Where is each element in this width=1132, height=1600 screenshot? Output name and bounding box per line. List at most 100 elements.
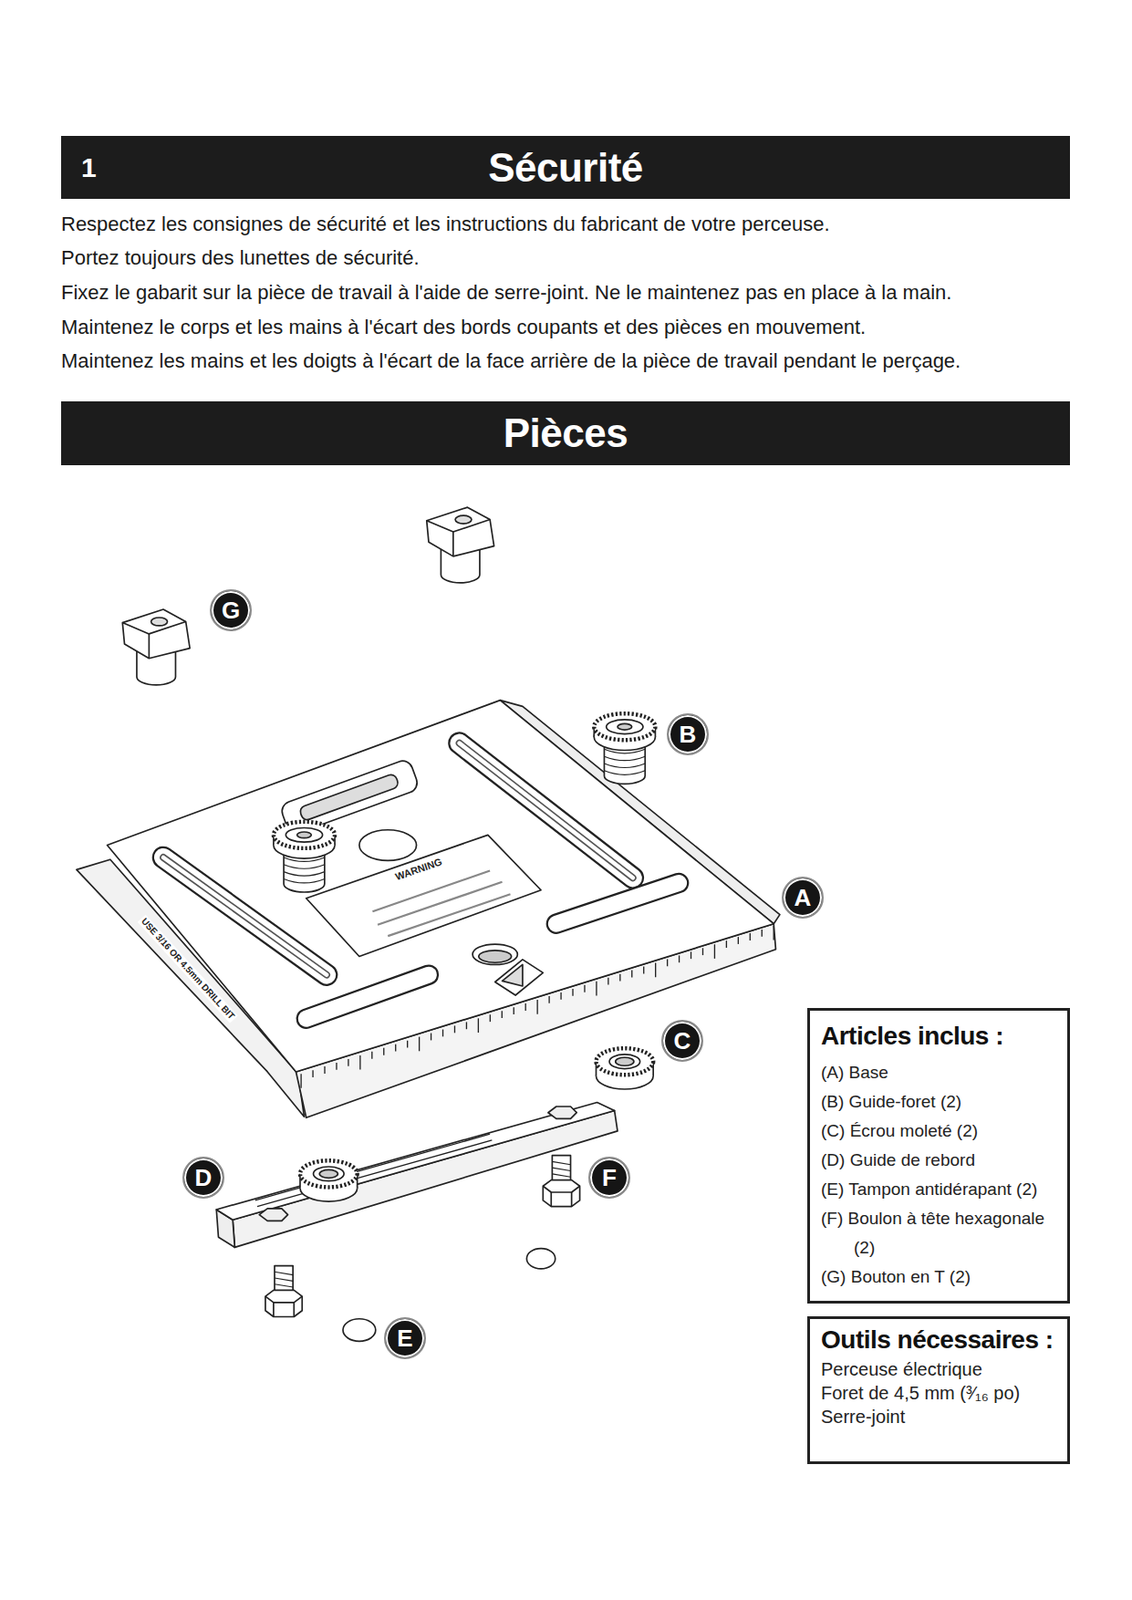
ruler-tick [359, 1055, 361, 1070]
anti-slip-pad [526, 1248, 555, 1269]
plate-holes [495, 959, 544, 996]
list-item: (F) Boulon à tête hexagonale (2) [820, 1204, 1057, 1263]
ruler-tick [394, 1044, 396, 1052]
ruler-tick [714, 944, 716, 959]
callout-text: C [674, 1028, 692, 1053]
ruler-tick [607, 977, 609, 986]
section-band: Pièces [61, 401, 1070, 466]
section-band: 1Sécurité [61, 135, 1070, 199]
list-item: (G) Bouton en T (2) [820, 1262, 1057, 1292]
ruler-tick [619, 974, 621, 982]
warning-plate [306, 834, 541, 956]
printed-marking-box: WARNING [392, 855, 446, 884]
callout-letter: D [182, 1156, 225, 1199]
anti-slip-pad [342, 1248, 556, 1342]
edge-guide [259, 1208, 288, 1221]
safety-line-box: Portez toujours des lunettes de sécurité… [61, 246, 420, 271]
anti-slip-pad [342, 1318, 376, 1342]
safety-instruction: Fixez le gabarit sur la pièce de travail… [61, 280, 952, 305]
ruler-tick [560, 992, 561, 1000]
list-item: (D) Guide de rebord [820, 1145, 1057, 1175]
ruler-tick [690, 951, 692, 959]
ruler-tick [513, 1007, 515, 1015]
edge-guide [216, 1102, 614, 1221]
callout-text: E [396, 1326, 413, 1351]
ruler-tick [300, 1073, 302, 1089]
ruler-tick [666, 958, 668, 966]
safety-instruction: Maintenez les mains et les doigts à l'éc… [61, 349, 961, 374]
ruler-tick [571, 988, 573, 997]
box-heading: Outils nécessaires : [820, 1322, 1057, 1358]
callout-letter: E [384, 1317, 426, 1360]
plate-holes [359, 830, 543, 996]
parts-list-box: Articles inclus : (A) Base(B) Guide-foret… [807, 1007, 1070, 1304]
ruler-tick [525, 1003, 527, 1011]
printed-marking: USE 3/16 OR 4.5mm DRILL BIT [137, 914, 239, 1023]
ruler-ticks [301, 925, 774, 1089]
list-item: (E) Tampon antidérapant (2) [820, 1174, 1057, 1205]
slot [306, 975, 429, 1019]
safety-instruction: Maintenez le corps et les mains à l'écar… [61, 315, 866, 340]
callout-text: G [221, 598, 240, 623]
box-heading: Articles inclus : [820, 1019, 1057, 1053]
ruler-tick [761, 929, 763, 937]
slot [556, 882, 679, 925]
ruler-tick [631, 970, 633, 978]
section-title: Pièces [61, 410, 1070, 457]
ruler-tick [548, 996, 550, 1004]
callout-letter: A [781, 876, 824, 919]
ruler-tick [678, 955, 680, 963]
callout-letter: F [588, 1156, 631, 1199]
tools-box: Outils nécessaires :Perceuse électriqueF… [807, 1316, 1070, 1465]
safety-line-box: Fixez le gabarit sur la pièce de travail… [61, 280, 952, 305]
ruler-tick [702, 947, 704, 956]
plate-holes [359, 830, 417, 862]
list-item: (B) Guide-foret (2) [820, 1087, 1057, 1117]
list-item: (A) Base [820, 1058, 1057, 1088]
printed-marking: WARNING [392, 855, 446, 884]
safety-line-box: Respectez les consignes de sécurité et l… [61, 212, 831, 237]
base-plate [106, 700, 774, 1072]
section-title: Sécurité [61, 145, 1070, 191]
ruler-tick [595, 981, 597, 997]
slot [556, 882, 679, 925]
list-item: (C) Écrou moleté (2) [820, 1116, 1057, 1146]
printed-marking-box: USE 3/16 OR 4.5mm DRILL BIT [137, 914, 239, 1023]
guide-holder [298, 772, 400, 821]
parts-illustration [593, 713, 655, 784]
ruler-tick [466, 1021, 468, 1029]
ruler-tick [406, 1040, 408, 1049]
ruler-tick [454, 1025, 456, 1033]
safety-instruction: Respectez les consignes de sécurité et l… [61, 212, 831, 237]
parts-illustration [122, 609, 190, 686]
callout-letter: B [666, 713, 709, 756]
edge-guide [216, 1102, 618, 1248]
list-item: Serre-joint [820, 1404, 1057, 1429]
ruler-tick [323, 1066, 325, 1074]
ruler-tick [477, 1017, 479, 1033]
parts-illustration [595, 1048, 654, 1090]
callout-text: A [794, 885, 812, 910]
parts-illustration [542, 1155, 580, 1207]
plate-holes [478, 950, 512, 963]
base-plate [76, 700, 780, 1119]
safety-instruction: Portez toujours des lunettes de sécurité… [61, 246, 420, 271]
ruler-tick [371, 1051, 373, 1060]
edge-guide [548, 1106, 577, 1119]
edge-guide [255, 1133, 493, 1206]
parts-illustration [76, 507, 780, 1341]
parts-illustration [273, 821, 335, 893]
ruler-tick [737, 936, 739, 945]
parts-illustration [426, 507, 495, 583]
warning-plate [306, 834, 541, 956]
plate-holes [472, 944, 518, 965]
ruler-tick [501, 1010, 503, 1018]
callout-text: B [679, 722, 697, 747]
list-item: Foret de 4,5 mm (³⁄₁₆ po) [820, 1381, 1057, 1405]
ruler-tick [773, 925, 775, 941]
plate-holes [502, 964, 523, 986]
slot [163, 743, 679, 1019]
